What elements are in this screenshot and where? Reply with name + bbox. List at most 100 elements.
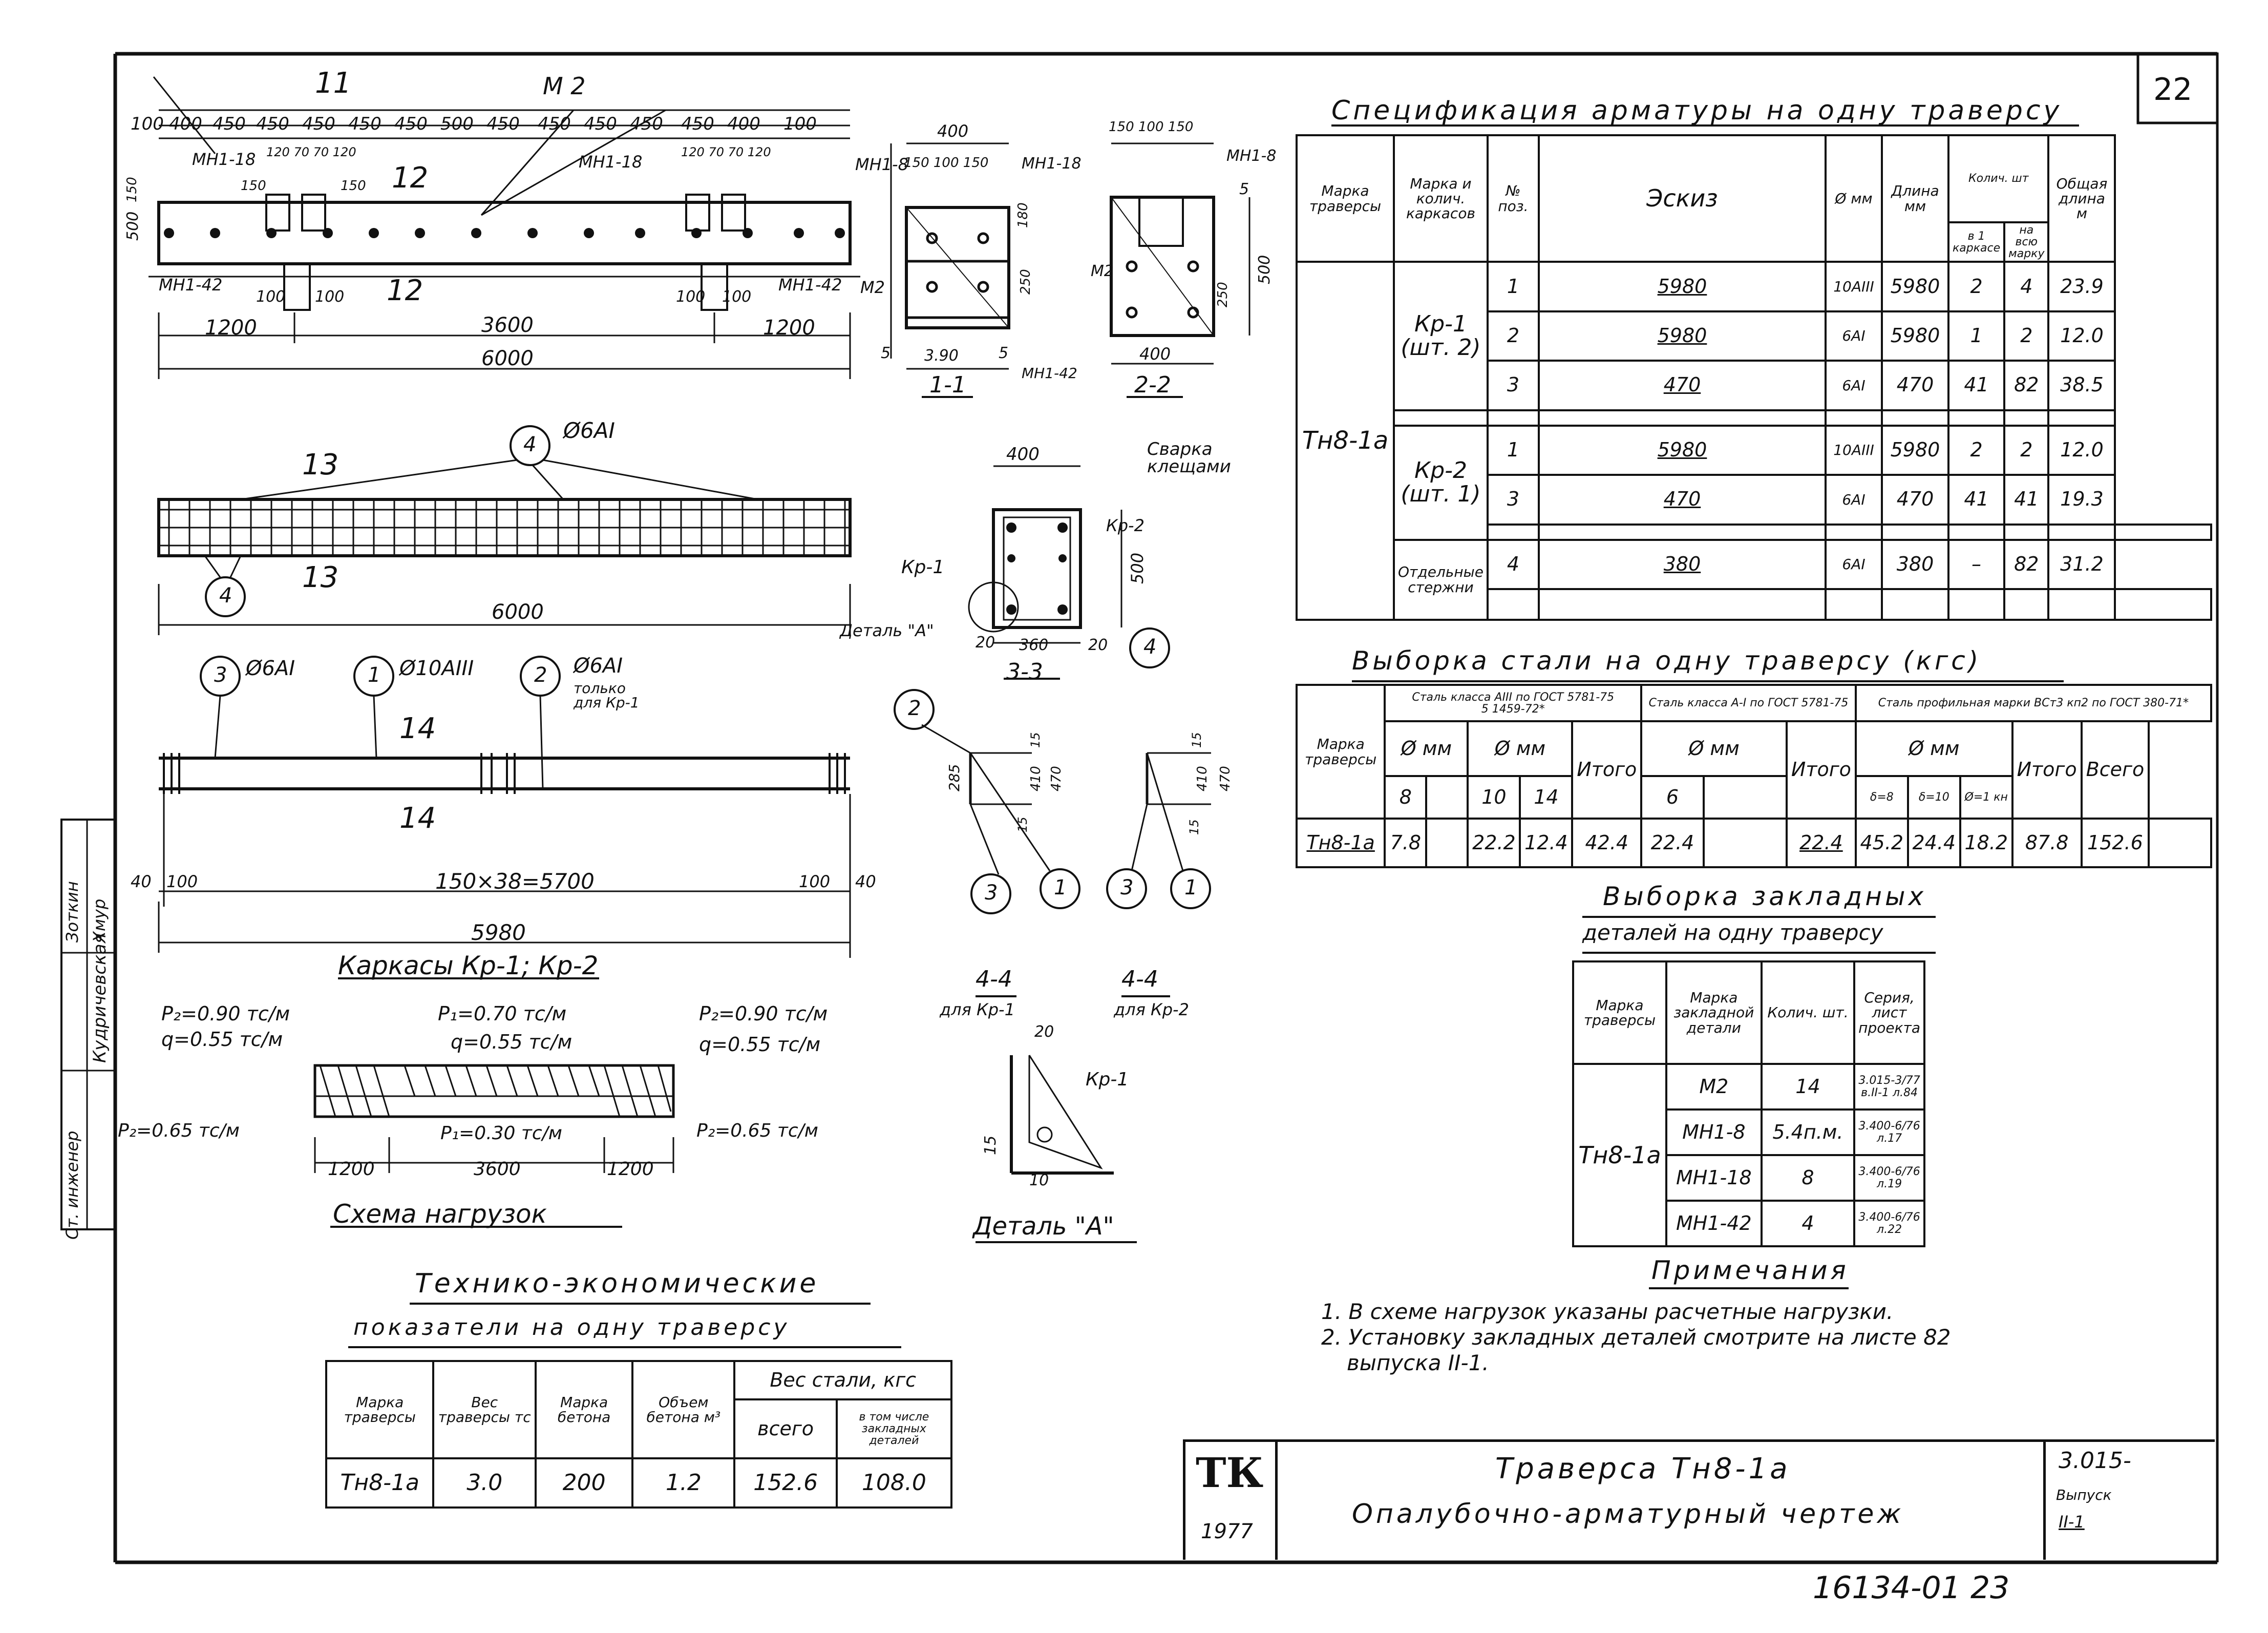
spec-h-pos: № поз. — [1486, 134, 1540, 263]
steel-total-2: Итого — [1785, 720, 1857, 820]
spec-r5-len: 380 — [1880, 538, 1949, 591]
dim-150-a: 150 — [241, 178, 266, 194]
s11-title: 1-1 — [929, 372, 966, 398]
spec-r1-q2: 2 — [2003, 310, 2050, 362]
cage14-pos3: 3 — [214, 663, 227, 687]
cage13-pos4-bot: 4 — [219, 584, 232, 608]
title-year: 1977 — [1201, 1520, 1253, 1543]
dim-top-7: 500 — [440, 114, 474, 134]
s22-dim-5: 5 — [1239, 180, 1249, 198]
dim-top-8: 450 — [486, 114, 520, 134]
title-block-series-cell — [2043, 1439, 2148, 1560]
spec-r0-pos: 1 — [1486, 261, 1540, 312]
detailA-dim-20: 20 — [1034, 1023, 1054, 1041]
tech-title-1: Технико-экономические — [415, 1268, 819, 1299]
cage14-pos3-label: Ø6АI — [246, 657, 295, 680]
dim-100-b: 100 — [315, 288, 345, 306]
steel-v-empty — [1425, 818, 1469, 868]
embedded-table: Марка траверсы Марка закладной детали Ко… — [1572, 960, 1925, 1247]
tech-v-mark: Тн8-1а — [325, 1457, 435, 1509]
spec-r2-q1: 41 — [1947, 360, 2006, 411]
section-3-3 — [968, 465, 1170, 680]
cage14-sec-top: 14 — [399, 712, 436, 745]
spec-r5-pos: 4 — [1486, 538, 1540, 591]
steel-dmm-3: Ø мм — [1640, 720, 1788, 777]
dim-6000: 6000 — [481, 347, 534, 370]
dim-150-b: 150 — [341, 178, 366, 194]
dim-top-12: 450 — [681, 114, 714, 134]
footer-code: 16134-01 23 — [1813, 1570, 2010, 1606]
notes-title: Примечания — [1651, 1255, 1849, 1285]
emb-r0-qty: 14 — [1760, 1063, 1856, 1111]
label-m2-right: М2 — [860, 278, 885, 297]
cage-13-plan — [157, 425, 852, 635]
tech-h-mark: Марка траверсы — [325, 1360, 435, 1459]
s44-dim-285: 285 — [946, 764, 963, 791]
emb-r0-name: М2 — [1665, 1063, 1763, 1111]
spec-h-dia: Ø мм — [1824, 134, 1883, 263]
steel-dmm-1: Ø мм — [1384, 720, 1469, 777]
load-p2-right: P₂=0.90 тс/м — [699, 1002, 828, 1025]
dim-top-14: 100 — [783, 114, 817, 134]
spec-r1-total: 12.0 — [2047, 310, 2116, 362]
s11-dim-400: 400 — [937, 121, 969, 141]
dim-top-3: 450 — [256, 114, 289, 134]
spec-h-qty-2: на всю марку — [2003, 221, 2050, 263]
spec-r2-len: 470 — [1880, 360, 1949, 411]
side-stamp-signature-a: Зоткин — [62, 881, 82, 943]
load-dim-1200b: 1200 — [607, 1159, 654, 1180]
load-dim-1200a: 1200 — [328, 1159, 375, 1180]
label-mh18-a: МН1-18 — [192, 150, 256, 169]
emb-r2-name: МН1-18 — [1665, 1154, 1763, 1202]
spec-r0-sketch: 5980 — [1537, 261, 1827, 312]
cage14-dim-mid: 150×38=5700 — [435, 869, 595, 894]
title-vypusk-no: II-1 — [2059, 1512, 2085, 1532]
s11-mh42: МН1-42 — [1022, 365, 1077, 382]
title-block-logo-cell — [1183, 1439, 1278, 1560]
cage13-sec-bot: 13 — [302, 561, 339, 594]
spec-r5-dia: 6АI — [1824, 538, 1883, 591]
steel-sub-empty-a — [1425, 774, 1469, 820]
emb-r1-series: 3.400-6/76 л.17 — [1853, 1108, 1925, 1156]
section-mark-11: 11 — [315, 67, 352, 100]
spec-r4-q2: 41 — [2003, 474, 2050, 526]
spec-r2-sketch: 470 — [1537, 360, 1827, 411]
spec-r5-sketch: 380 — [1537, 538, 1827, 591]
load-p1-bot: P₁=0.30 тс/м — [440, 1123, 562, 1144]
cage14-dim-100a: 100 — [166, 872, 198, 891]
spec-h-sketch: Эскиз — [1537, 134, 1827, 263]
tech-h-concrete: Марка бетона — [534, 1360, 634, 1459]
beam-label-m2: М 2 — [543, 72, 586, 100]
side-stamp-name: Кудричевская — [90, 933, 110, 1063]
steel-v-10: 22.2 — [1467, 818, 1521, 868]
spec-h-qty-1: в 1 каркасе — [1947, 221, 2006, 263]
title-vypusk: Выпуск — [2056, 1487, 2112, 1503]
dim-500-side: 500 — [124, 211, 142, 241]
title-name-2: Опалубочно-арматурный чертеж — [1352, 1499, 1904, 1530]
steel-h-a3-label: Сталь класса АIII по ГОСТ 5781-75 — [1412, 690, 1615, 704]
s33-kp1: Кр-1 — [901, 557, 945, 578]
cage14-pos2-label: Ø6АI — [574, 654, 623, 678]
steel-h-profile: Сталь профильная марки ВСт3 кп2 по ГОСТ … — [1854, 683, 2213, 723]
s33-dim-400: 400 — [1006, 444, 1040, 465]
emb-r2-series: 3.400-6/76 л.19 — [1853, 1154, 1925, 1202]
spec-r3-len: 5980 — [1880, 424, 1949, 476]
cage13-sec-top: 13 — [302, 448, 339, 481]
steel-row-mark: Тн8-1а — [1295, 818, 1386, 868]
cage14-dim-40b: 40 — [855, 872, 876, 891]
steel-v-empty-b — [1702, 818, 1788, 868]
spec-h-len: Длина мм — [1880, 134, 1949, 263]
tech-table: Марка траверсы Вес траверсы тс Марка бет… — [325, 1360, 953, 1509]
emb-r2-qty: 8 — [1760, 1154, 1856, 1202]
emb-r3-name: МН1-42 — [1665, 1200, 1763, 1247]
cage14-pos1: 1 — [368, 663, 381, 687]
embedded-title-2: деталей на одну траверсу — [1582, 920, 1883, 945]
load-p2-left: P₂=0.90 тс/м — [161, 1002, 290, 1025]
emb-mark: Тн8-1а — [1572, 1063, 1667, 1247]
spec-r3-q1: 2 — [1947, 424, 2006, 476]
spec-r0-dia: 10АIII — [1824, 261, 1883, 312]
steel-v-6: 22.4 — [1640, 818, 1705, 868]
steel-h-a1: Сталь класса А-I по ГОСТ 5781-75 — [1640, 683, 1857, 723]
tech-v-embedded: 108.0 — [835, 1457, 953, 1509]
spec-r3-pos: 1 — [1486, 424, 1540, 476]
